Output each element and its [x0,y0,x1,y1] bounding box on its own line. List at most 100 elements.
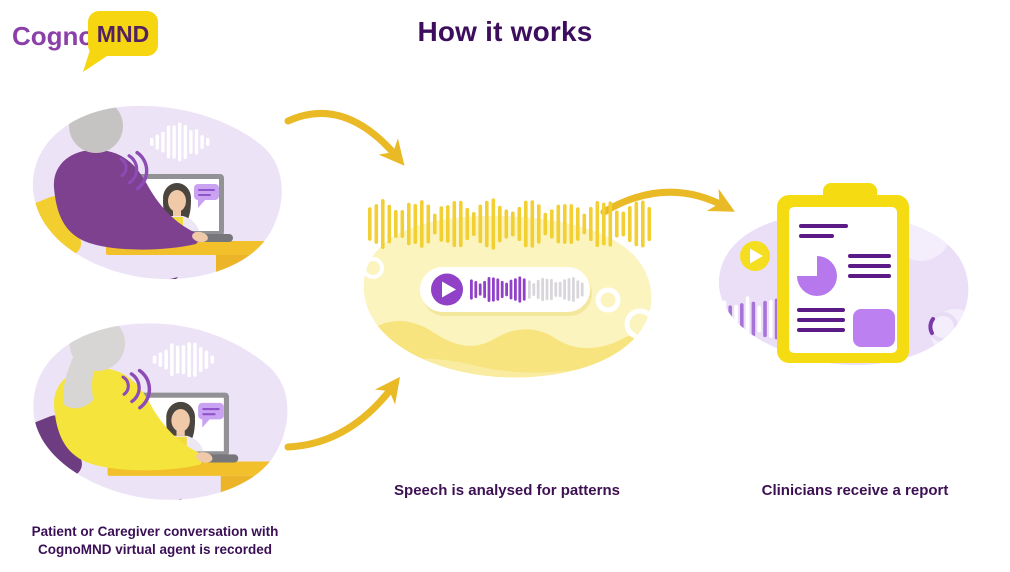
person-hair [69,105,123,153]
record-caption: Patient or Caregiver conversation with C… [10,523,300,559]
waveform-bar [189,130,193,154]
waveform-bar [615,210,619,238]
waveform-bar [183,124,187,160]
waveform-bar [532,282,536,297]
waveform-bar [155,134,159,150]
waveform-bar [522,278,526,301]
waveform-bar [769,300,773,338]
waveform-bar [459,200,463,248]
waveform-bar [200,135,204,149]
waveform-bar [567,278,571,301]
waveform-bar [537,204,541,244]
waveform-bar [621,211,626,237]
analyse-caption: Speech is analysed for patterns [394,482,620,499]
waveform-bar [400,210,405,238]
waveform-bar [763,300,767,338]
sound-waves-icon [121,368,152,410]
agent-face [168,190,186,212]
waveform-bar [504,209,509,239]
waveform-bar [602,202,606,246]
waveform-bar [718,297,721,341]
hills-back [363,321,652,378]
waveform-bar [751,301,756,337]
person-hair [69,323,126,371]
waveform-bar [492,277,495,302]
waveform-bar [514,278,517,301]
waveform-bar [187,342,191,378]
waveform-bar [722,300,727,338]
report-lines-bottom [797,308,845,332]
waveform-bar [556,204,561,244]
record-caption-line2: CognoMND virtual agent is recorded [37,542,273,557]
waveform-icon [152,342,214,378]
waveform-bar [558,281,562,298]
waveform-icon [150,122,210,162]
waveform-bar [511,211,515,237]
logo-mnd-bubble [88,11,158,56]
arrow-analyse-to-report-icon [600,188,735,216]
waveform-bar [589,206,593,242]
waveform-bar [381,199,385,249]
waveform-bar [740,303,744,335]
waveform-bar [641,200,645,248]
waveform-bar [198,347,203,373]
waveform-bar [628,205,632,243]
desk-cabinet [220,475,273,500]
waveform-bar [193,342,197,377]
waveform-bar [166,125,171,159]
waveform-bar [580,282,584,297]
speech-bubble-icon [198,402,224,428]
patient-illustration [32,105,282,280]
waveform-bar [178,122,182,162]
waveform-bar [210,355,214,364]
waveform-bar [175,345,180,374]
waveform-bar [465,207,470,241]
report-lines-right [848,254,891,278]
clipboard [777,183,909,363]
waveform-bar [582,213,587,235]
waveform-bar [536,279,540,300]
play-icon [750,248,763,264]
waveform-bar [543,212,548,236]
waveform-bar [647,206,652,242]
waveform-bar [734,304,738,334]
waveform-bar [172,125,176,159]
waveform-bar [472,212,476,236]
speech-analysis-illustration [363,198,652,378]
waveform-bar [413,204,418,244]
waveform-bar [576,207,580,241]
waveform-bar [524,200,528,248]
waveform-bar [572,277,575,302]
agent-face [171,409,190,432]
waveform-bar [387,204,392,244]
waveform-bar [446,205,450,243]
waveform-bar [517,206,522,242]
waveform-bar [478,283,482,296]
waveform-bar [634,201,639,247]
waveform-bar [206,138,210,146]
waveform-bar [608,201,613,247]
waveform-bar [563,204,567,244]
waveform-bar [711,304,715,335]
waveform-bar [745,296,750,342]
waveform-bar [728,305,732,333]
waveform-bar [394,210,398,238]
caregiver-illustration [33,323,288,500]
logo-mnd-text: MND [97,21,149,47]
waveform-bar [757,305,761,333]
waveform-bar [204,350,209,369]
report-illustration [711,183,969,366]
report-caption: Clinicians receive a report [761,482,949,499]
waveform-bar [550,209,554,239]
desk-cabinet [216,255,266,280]
waveform-bar [518,276,522,303]
waveform-bar [407,202,411,246]
waveform-bar [541,277,544,302]
page-title: How it works [417,16,593,47]
person-hand [192,231,208,243]
waveform-bar [485,200,489,248]
waveform-bar [368,207,372,241]
waveform-bar [545,278,549,301]
